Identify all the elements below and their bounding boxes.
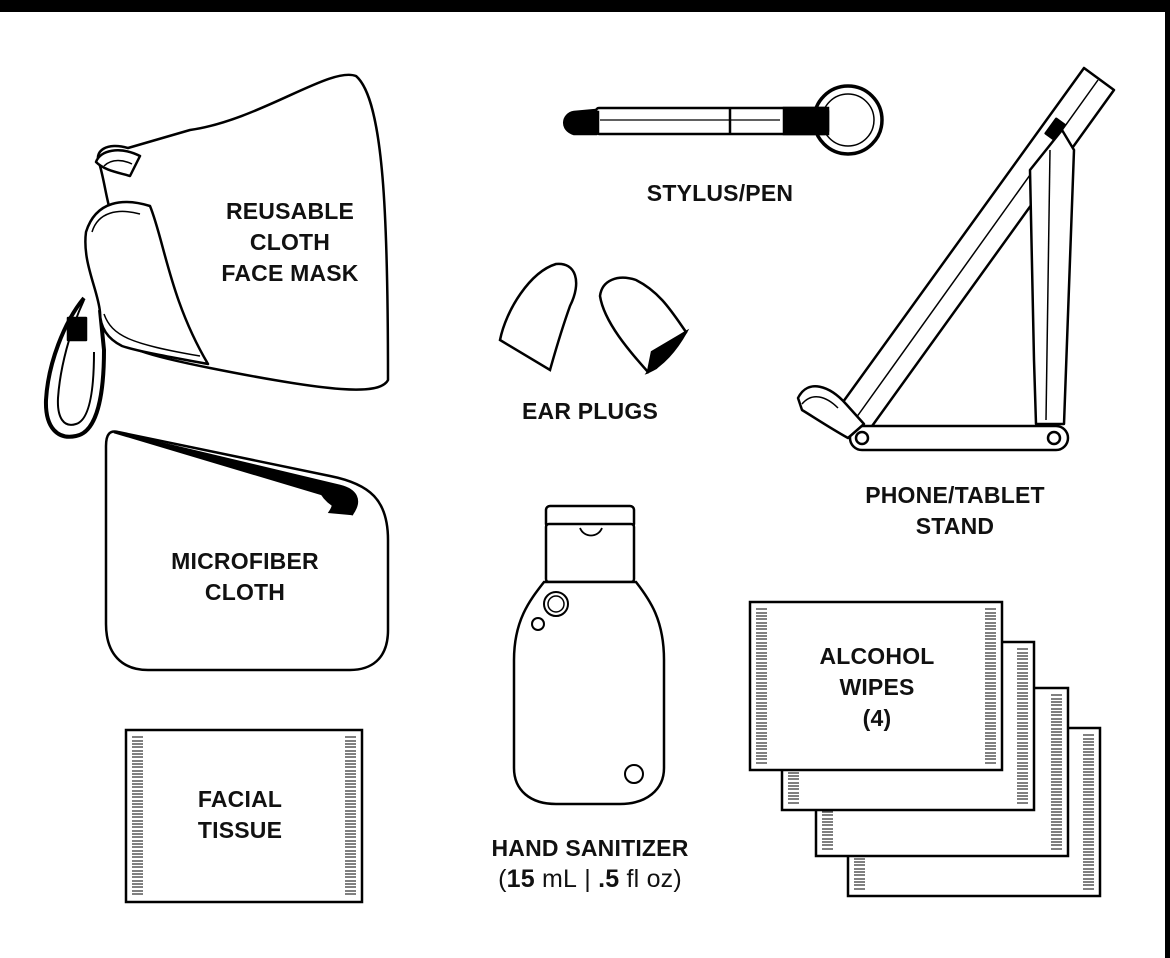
label-wipes-line-1: ALCOHOL xyxy=(819,643,935,669)
label-ear-plugs: EAR PLUGS xyxy=(480,396,700,427)
microfiber-cloth-illustration xyxy=(104,430,390,672)
label-face-mask-line-1: REUSABLE xyxy=(225,198,355,224)
label-alcohol-wipes: ALCOHOL WIPES (4) xyxy=(792,641,962,734)
face-mask-illustration xyxy=(43,73,390,439)
label-phone-tablet-stand: PHONE/TABLET STAND xyxy=(820,480,1090,542)
volume-oz-value: .5 xyxy=(598,865,620,893)
volume-oz-unit: fl oz xyxy=(626,865,674,893)
stylus-pen-illustration xyxy=(563,84,884,156)
paren-close: ) xyxy=(673,865,682,893)
volume-separator: | xyxy=(584,865,591,893)
label-sanitizer-title: HAND SANITIZER xyxy=(491,835,689,861)
label-wipes-line-3: (4) xyxy=(862,705,892,731)
ear-plugs-illustration xyxy=(498,262,690,375)
volume-ml-value: 15 xyxy=(506,865,535,893)
label-ear-plugs-line-1: EAR PLUGS xyxy=(522,398,658,424)
label-wipes-line-2: WIPES xyxy=(839,674,915,700)
top-border xyxy=(0,0,1170,12)
label-stand-line-2: STAND xyxy=(915,513,995,539)
label-microfiber-line-1: MICROFIBER xyxy=(171,548,319,574)
label-face-mask: REUSABLE CLOTH FACE MASK xyxy=(205,196,375,289)
label-face-mask-line-3: FACE MASK xyxy=(221,260,359,286)
label-tissue-line-1: FACIAL xyxy=(197,786,283,812)
label-microfiber-cloth: MICROFIBER CLOTH xyxy=(140,546,350,608)
right-border xyxy=(1165,0,1170,958)
label-microfiber-line-2: CLOTH xyxy=(204,579,286,605)
label-tissue-line-2: TISSUE xyxy=(197,817,283,843)
label-stylus-pen: STYLUS/PEN xyxy=(600,178,840,209)
facial-tissue-illustration xyxy=(124,728,364,904)
label-stand-line-1: PHONE/TABLET xyxy=(865,482,1045,508)
volume-ml-unit: mL xyxy=(541,865,578,893)
label-facial-tissue: FACIAL TISSUE xyxy=(150,784,330,846)
label-stylus-pen-line-1: STYLUS/PEN xyxy=(646,180,794,206)
label-hand-sanitizer: HAND SANITIZER (15 mL | .5 fl oz) xyxy=(450,833,730,895)
paren-open: ( xyxy=(498,865,507,893)
label-sanitizer-volume: (15 mL | .5 fl oz) xyxy=(450,864,730,895)
hand-sanitizer-illustration xyxy=(512,504,666,806)
label-face-mask-line-2: CLOTH xyxy=(249,229,331,255)
phone-tablet-stand-illustration xyxy=(796,66,1116,452)
